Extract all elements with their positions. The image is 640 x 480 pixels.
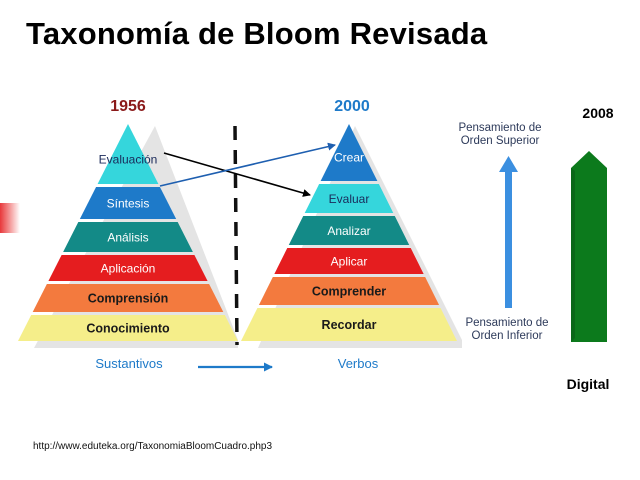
right-level-label-analizar: Analizar xyxy=(327,224,370,238)
higher-order-label-line2: Orden Superior xyxy=(461,135,540,147)
left-level-label-sintesis: Síntesis xyxy=(107,197,150,211)
right-pyramid-year: 2000 xyxy=(334,98,370,115)
right-level-label-recordar: Recordar xyxy=(322,318,377,332)
left-level-conocimiento xyxy=(18,315,238,341)
right-level-label-evaluar: Evaluar xyxy=(329,192,370,206)
right-level-label-aplicar: Aplicar xyxy=(331,255,368,269)
right-level-crear xyxy=(320,124,378,181)
page-title: Taxonomía de Bloom Revisada xyxy=(26,16,488,51)
decorative-edge-mark xyxy=(0,203,20,233)
lower-order-label-line1: Pensamiento de xyxy=(465,317,548,329)
arrow-sintesis-to-crear xyxy=(159,142,336,187)
left-level-label-comprension: Comprensión xyxy=(88,292,169,306)
left-level-label-analisis: Análisis xyxy=(107,231,148,245)
right-level-label-crear: Crear xyxy=(334,151,364,165)
left-level-evaluacion xyxy=(97,124,159,184)
divider-dashed-line xyxy=(233,125,239,346)
right-level-recordar xyxy=(241,308,457,341)
source-url: http://www.eduteka.org/TaxonomiaBloomCua… xyxy=(33,441,273,452)
left-level-label-conocimiento: Conocimiento xyxy=(86,322,170,336)
right-pyramid: CrearEvaluarAnalizarAplicarComprenderRec… xyxy=(241,124,457,341)
digital-arrow xyxy=(571,151,607,342)
left-level-analisis xyxy=(63,222,193,252)
digital-label: Digital xyxy=(567,376,610,392)
left-pyramid-year: 1956 xyxy=(110,98,146,115)
right-level-label-comprender: Comprender xyxy=(312,285,386,299)
left-level-label-evaluacion: Evaluación xyxy=(99,153,158,167)
left-caption-sustantivos: Sustantivos xyxy=(95,356,163,371)
right-level-comprender xyxy=(258,277,440,305)
left-level-aplicacion xyxy=(48,255,208,281)
right-level-analizar xyxy=(288,216,410,245)
thinking-scale-arrow xyxy=(499,156,518,308)
digital-year: 2008 xyxy=(582,105,613,121)
higher-order-label-line1: Pensamiento de xyxy=(458,122,541,134)
right-caption-verbos: Verbos xyxy=(338,356,379,371)
left-level-label-aplicacion: Aplicación xyxy=(101,262,156,276)
left-level-sintesis xyxy=(79,187,177,219)
right-level-aplicar xyxy=(274,248,424,274)
left-pyramid: EvaluaciónSíntesisAnálisisAplicaciónComp… xyxy=(18,124,238,341)
right-level-evaluar xyxy=(304,184,394,213)
arrow-evaluacion-to-evaluar xyxy=(163,152,311,197)
left-level-comprension xyxy=(32,284,224,312)
lower-order-label-line2: Orden Inferior xyxy=(472,330,543,342)
